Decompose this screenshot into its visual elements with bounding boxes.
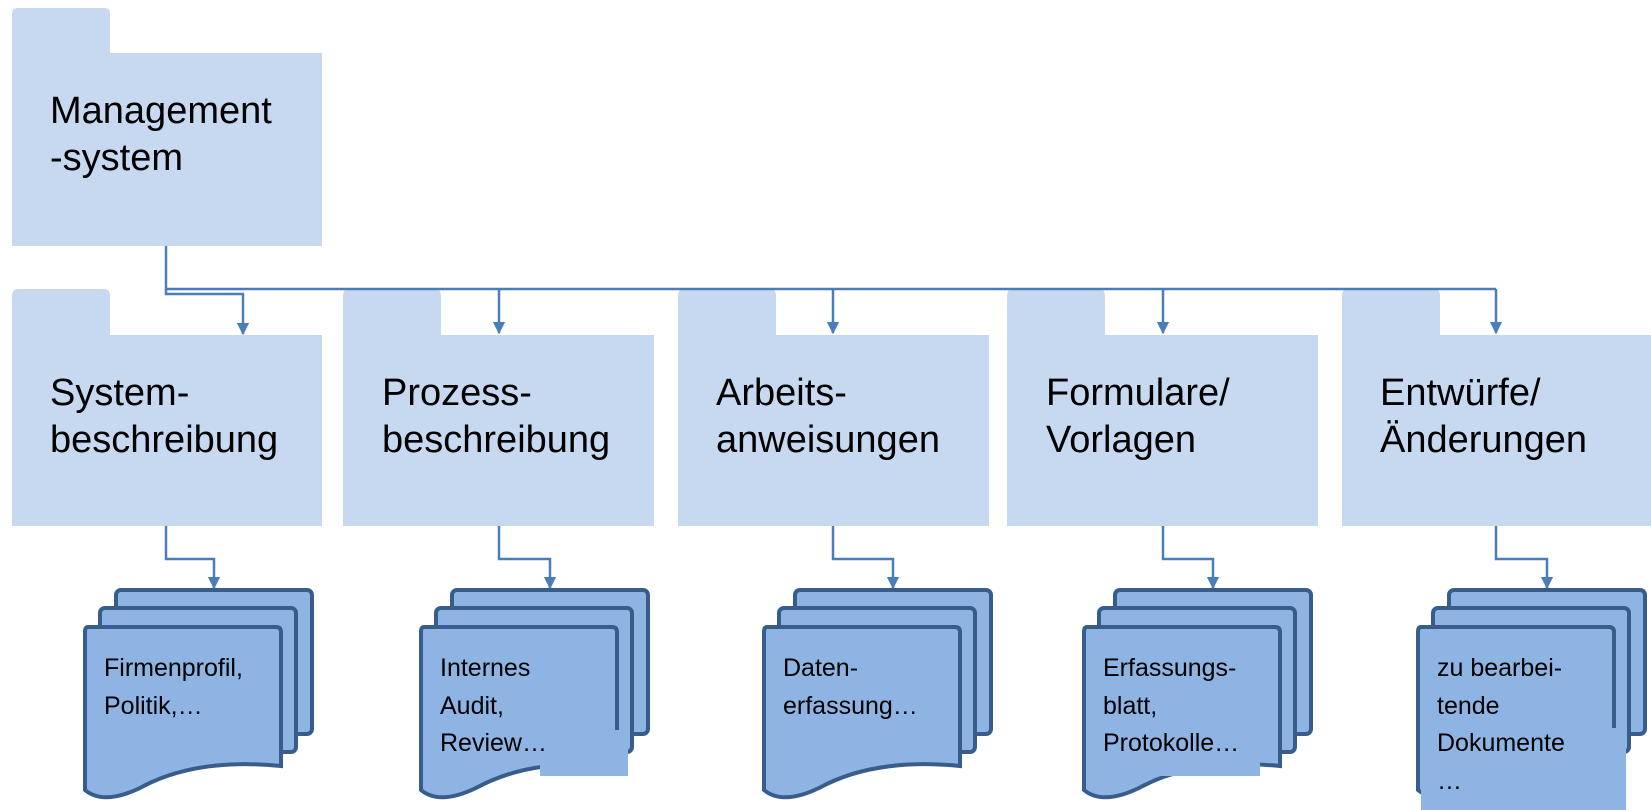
folder-icon [1342, 289, 1651, 526]
text-backdrop [1421, 728, 1626, 810]
root-connectors [164, 246, 1503, 336]
document-connectors [164, 526, 1554, 590]
category-label: Arbeits- anweisungen [716, 370, 940, 463]
label-line: Politik,… [104, 691, 203, 720]
category-folder[interactable] [12, 289, 322, 526]
label-line: tende [1437, 691, 1500, 720]
document-label: Firmenprofil, Politik,… [104, 650, 243, 725]
document-label: zu bearbei- tende Dokumente … [1437, 650, 1565, 800]
root-folder[interactable] [12, 8, 322, 246]
text-backdrop [540, 730, 628, 776]
label-line: Formulare/ [1046, 372, 1230, 414]
arrow-connector [497, 526, 557, 590]
label-line: Daten- [783, 654, 859, 682]
category-folder[interactable] [678, 289, 989, 526]
folder-icon [343, 289, 654, 526]
category-folder[interactable] [1007, 289, 1318, 526]
category-label: System- beschreibung [50, 370, 278, 463]
label-line: anweisungen [716, 418, 940, 461]
label-line: -system [50, 136, 183, 179]
folder-icon [678, 289, 989, 526]
category-label: Formulare/ Vorlagen [1046, 370, 1230, 463]
arrow-connector [1161, 526, 1220, 590]
document-icon [83, 625, 283, 800]
label-line: Entwürfe/ [1380, 372, 1541, 414]
label-line: blatt, [1103, 691, 1158, 720]
document-label: Daten- erfassung… [783, 650, 918, 725]
folder-icon [1007, 289, 1318, 526]
label-line: Änderungen [1380, 418, 1588, 461]
folder-icon [12, 8, 322, 246]
document-label: Erfassungs- blatt, Protokolle… [1103, 650, 1239, 763]
label-line: Dokumente [1437, 729, 1565, 757]
category-label: Entwürfe/ Änderungen [1380, 370, 1587, 463]
document-icon [762, 625, 962, 800]
label-line: beschreibung [382, 418, 611, 461]
label-line: System- [50, 372, 190, 414]
arrow-connector [1494, 526, 1554, 590]
label-line: Erfassungs- [1103, 654, 1237, 682]
category-label: Prozess- beschreibung [382, 370, 610, 463]
arrow-connector [164, 526, 221, 590]
label-line: Internes [440, 654, 531, 682]
text-backdrop [1160, 730, 1260, 776]
label-line: Firmenprofil, [104, 654, 243, 682]
label-line: Audit, [440, 691, 504, 720]
label-line: Protokolle… [1103, 729, 1240, 757]
label-line: … [1437, 766, 1462, 795]
document-label: Internes Audit, Review… [440, 650, 547, 763]
folder-icon [12, 289, 322, 526]
label-line: Arbeits- [716, 372, 847, 414]
document-stack[interactable] [83, 588, 314, 800]
arrow-connector [164, 289, 250, 336]
label-line: Prozess- [382, 372, 532, 414]
label-line: Vorlagen [1046, 418, 1197, 461]
category-folder[interactable] [1342, 289, 1651, 526]
root-folder-label: Management -system [50, 88, 272, 181]
category-folder[interactable] [343, 289, 654, 526]
label-line: Management [50, 90, 272, 132]
arrow-connector [831, 526, 900, 590]
label-line: zu bearbei- [1437, 654, 1563, 682]
label-line: beschreibung [50, 418, 279, 461]
document-stack[interactable] [762, 588, 993, 800]
label-line: Review… [440, 729, 547, 757]
label-line: erfassung… [783, 691, 918, 720]
